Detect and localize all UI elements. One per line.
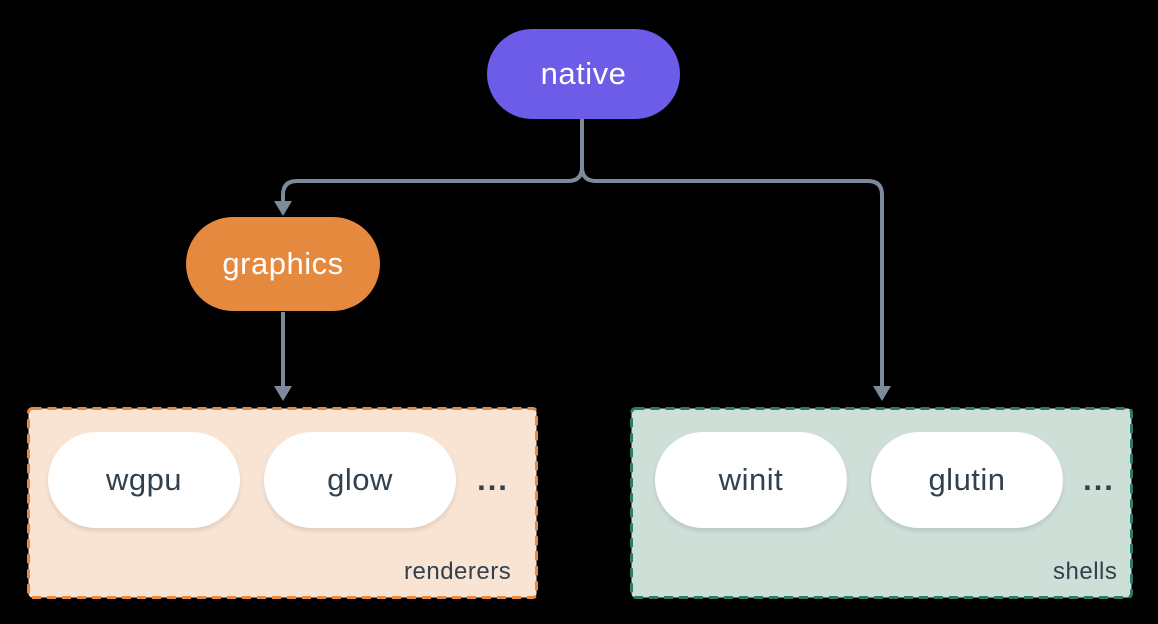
node-glow: glow	[264, 432, 456, 528]
node-graphics: graphics	[186, 217, 380, 311]
node-winit: winit	[655, 432, 847, 528]
node-native: native	[487, 29, 680, 119]
arrowhead-shells-icon	[873, 386, 891, 401]
node-wgpu: wgpu	[48, 432, 240, 528]
node-glow-label: glow	[327, 462, 393, 497]
edge-native-graphics	[281, 117, 584, 203]
arrowhead-graphics-icon	[274, 201, 292, 216]
node-graphics-label: graphics	[222, 246, 344, 281]
node-glutin: glutin	[871, 432, 1063, 528]
node-wgpu-label: wgpu	[105, 462, 183, 497]
node-glutin-label: glutin	[928, 462, 1006, 497]
edge-native-shells	[580, 117, 884, 388]
node-native-label: native	[540, 56, 627, 91]
renderers-ellipsis: ...	[477, 462, 509, 497]
group-renderers-label: renderers	[404, 558, 512, 585]
node-winit-label: winit	[718, 462, 784, 497]
arrowhead-renderers-icon	[274, 386, 292, 401]
shells-ellipsis: ...	[1083, 462, 1115, 497]
group-shells-label: shells	[1053, 558, 1118, 585]
